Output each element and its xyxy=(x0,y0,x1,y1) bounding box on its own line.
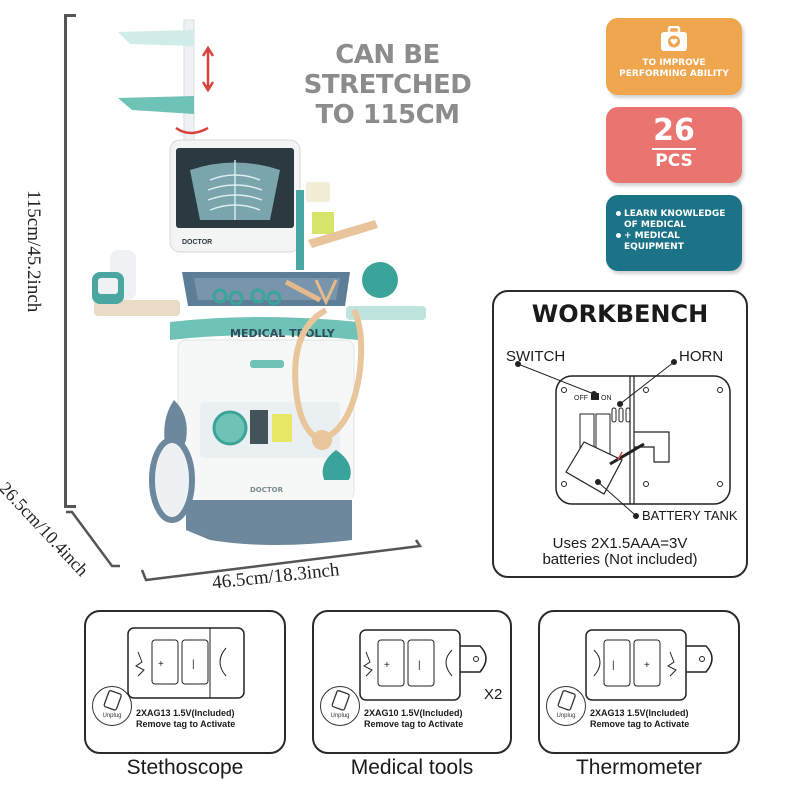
medical-kit-icon xyxy=(660,25,688,52)
pieces-badge: 26 PCS xyxy=(606,107,742,183)
battery-compartment-diagram: + | xyxy=(127,627,245,699)
workbench-panel: WORKBENCH SWITCH HORN OFF ON BATTERY TAN… xyxy=(492,290,748,578)
height-dimension-line xyxy=(64,14,76,508)
medical-tools-caption: Medical tools xyxy=(350,756,474,779)
battery-spec: 2XAG13 1.5V(Included) Remove tag to Acti… xyxy=(590,708,690,729)
learn-badge: LEARN KNOWLEDGE OF MEDICAL + MEDICAL EQU… xyxy=(606,195,742,271)
battery-compartment-diagram: + | xyxy=(359,629,487,701)
svg-text:|: | xyxy=(612,660,615,671)
svg-text:|: | xyxy=(192,659,195,670)
workbench-diagram: OFF ON xyxy=(515,359,731,519)
stretch-note-line: CAN BE xyxy=(335,40,440,70)
bullet-icon xyxy=(616,233,621,238)
learn-item: LEARN KNOWLEDGE OF MEDICAL xyxy=(616,209,742,231)
battery-tank-label: BATTERY TANK xyxy=(642,508,738,523)
svg-text:+: + xyxy=(644,660,650,671)
ability-line: TO IMPROVE xyxy=(642,58,706,68)
base-label: DOCTOR xyxy=(250,486,284,494)
pieces-divider xyxy=(652,148,696,150)
stretch-note-line: TO 115CM xyxy=(315,100,460,130)
unplug-icon: Unplug xyxy=(546,686,586,726)
learn-item: + MEDICAL EQUIPMENT xyxy=(616,231,742,253)
workbench-title: WORKBENCH xyxy=(531,300,709,328)
unplug-icon: Unplug xyxy=(320,686,360,726)
medical-trolley-image: DOCTOR MEDICAL TROLLY DOCTOR xyxy=(92,19,426,545)
medical-tools-battery-panel: + | X2 Unplug 2XAG10 1.5V(Included) Remo… xyxy=(312,610,512,754)
pieces-count: 26 xyxy=(653,113,695,148)
depth-dimension-line xyxy=(66,510,120,568)
battery-spec: 2XAG13 1.5V(Included) Remove tag to Acti… xyxy=(136,708,236,729)
svg-text:+: + xyxy=(158,659,164,670)
off-label: OFF xyxy=(574,395,588,402)
monitor-label: DOCTOR xyxy=(182,239,212,246)
battery-compartment-diagram: | + xyxy=(585,629,713,701)
stretch-note-line: STRETCHED xyxy=(303,70,472,100)
pieces-unit: PCS xyxy=(655,151,693,171)
switch-label: SWITCH xyxy=(506,348,566,365)
unplug-icon: Unplug xyxy=(92,686,132,726)
on-label: ON xyxy=(601,395,612,402)
quantity-multiplier: X2 xyxy=(484,686,503,703)
trolley-label: MEDICAL TROLLY xyxy=(230,327,336,340)
stethoscope-caption: Stethoscope xyxy=(126,756,244,779)
battery-requirement: Uses 2X1.5AAA=3V batteries (Not included… xyxy=(542,535,698,568)
ability-badge: TO IMPROVE PERFORMING ABILITY xyxy=(606,18,742,95)
stretch-note: CAN BE STRETCHED TO 115CM xyxy=(300,40,475,130)
svg-text:+: + xyxy=(384,660,390,671)
thermometer-caption: Thermometer xyxy=(575,756,703,779)
battery-spec: 2XAG10 1.5V(Included) Remove tag to Acti… xyxy=(364,708,464,729)
thermometer-battery-panel: | + Unplug 2XAG13 1.5V(Included) Remove … xyxy=(538,610,740,754)
svg-text:|: | xyxy=(418,660,421,671)
stethoscope-battery-panel: + | Unplug 2XAG13 1.5V(Included) Remove … xyxy=(84,610,286,754)
horn-label: HORN xyxy=(679,348,724,365)
ability-line: PERFORMING ABILITY xyxy=(619,69,729,79)
width-dimension-line xyxy=(140,539,423,582)
bullet-icon xyxy=(616,211,621,216)
